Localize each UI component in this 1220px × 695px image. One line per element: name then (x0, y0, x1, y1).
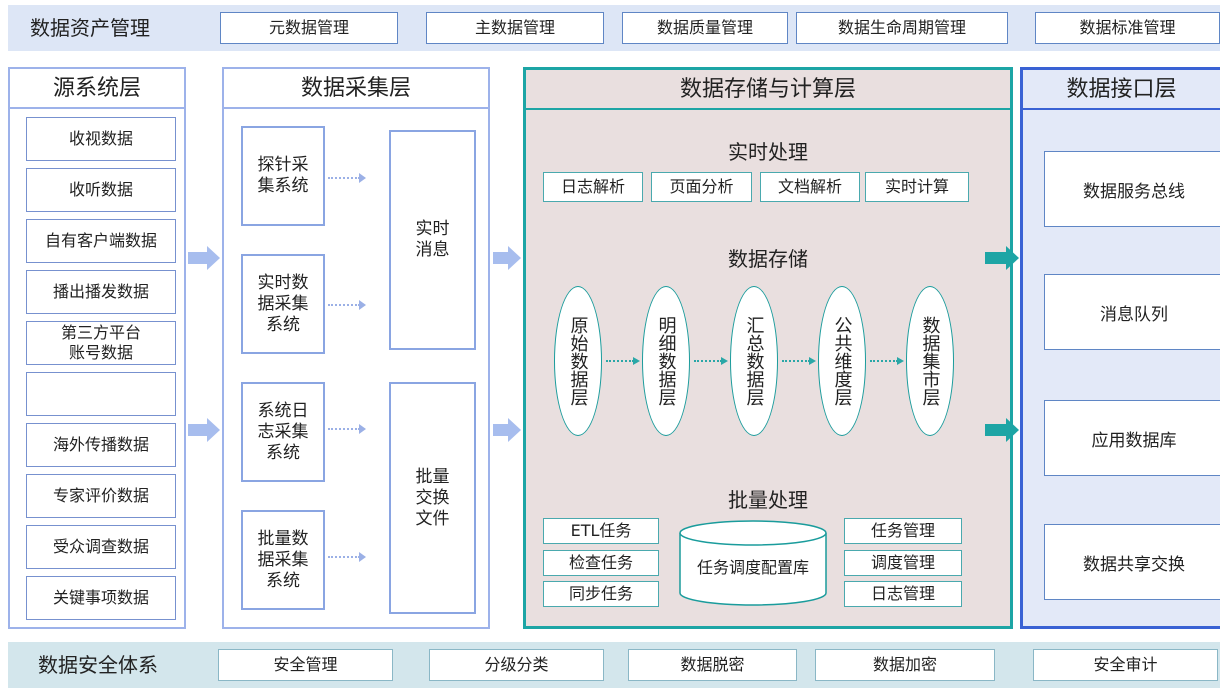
flow-arrow (493, 246, 521, 270)
source-item: 收视数据 (26, 117, 176, 161)
flow-arrow (985, 246, 1019, 270)
dotted-arrow (328, 173, 366, 183)
dotted-arrow (328, 424, 366, 434)
dotted-arrow (606, 357, 640, 365)
source-item: 播出播发数据 (26, 270, 176, 314)
source-item: 收听数据 (26, 168, 176, 212)
top-bar-item: 数据标准管理 (1035, 12, 1220, 44)
interface-layer-panel: 数据接口层 数据服务总线 消息队列 应用数据库 数据共享交换 (1020, 67, 1220, 629)
source-item: 专家评价数据 (26, 474, 176, 518)
dotted-arrow (328, 552, 366, 562)
source-item: 海外传播数据 (26, 423, 176, 467)
source-item-empty (26, 372, 176, 416)
realtime-task: 文档解析 (760, 172, 860, 202)
interface-item: 数据共享交换 (1044, 524, 1220, 600)
bottom-bar-title: 数据安全体系 (38, 653, 158, 677)
batch-task: 检查任务 (543, 550, 659, 576)
batch-task: 日志管理 (844, 581, 962, 607)
collection-system-box: 系统日 志采集 系统 (241, 382, 325, 482)
realtime-processing-title: 实时处理 (728, 140, 808, 164)
interface-item: 数据服务总线 (1044, 151, 1220, 227)
storage-layer-oval: 明细数据层 (642, 286, 690, 436)
interface-layer-title: 数据接口层 (1023, 70, 1220, 110)
storage-layer-oval: 公共维度层 (818, 286, 866, 436)
collection-layer-title: 数据采集层 (224, 69, 488, 109)
bottom-bar-item: 安全审计 (1033, 649, 1218, 681)
collection-system-box: 实时数 据采集 系统 (241, 254, 325, 354)
source-item: 受众调查数据 (26, 525, 176, 569)
data-asset-management-bar: 数据资产管理 元数据管理 主数据管理 数据质量管理 数据生命周期管理 数据标准管… (8, 5, 1220, 51)
batch-task: 任务管理 (844, 518, 962, 544)
storage-layer-title: 数据存储与计算层 (526, 70, 1010, 110)
data-security-bar: 数据安全体系 安全管理 分级分类 数据脱密 数据加密 安全审计 (8, 642, 1220, 688)
task-config-database-label: 任务调度配置库 (696, 558, 809, 577)
collection-system-box: 探针采 集系统 (241, 126, 325, 226)
flow-arrow (188, 246, 220, 270)
bottom-bar-item: 分级分类 (429, 649, 604, 681)
storage-layer-oval: 汇总数据层 (730, 286, 778, 436)
source-item: 关键事项数据 (26, 576, 176, 620)
dotted-arrow (782, 357, 816, 365)
collection-system-box: 批量数 据采集 系统 (241, 510, 325, 610)
bottom-bar-item: 数据加密 (815, 649, 995, 681)
storage-compute-layer-panel: 数据存储与计算层 实时处理 日志解析 页面分析 文档解析 实时计算 数据存储 原… (523, 67, 1013, 629)
batch-task: ETL任务 (543, 518, 659, 544)
bottom-bar-item: 安全管理 (218, 649, 393, 681)
interface-item: 消息队列 (1044, 274, 1220, 350)
batch-task: 调度管理 (844, 550, 962, 576)
bottom-bar-item: 数据脱密 (628, 649, 797, 681)
batch-processing-title: 批量处理 (728, 488, 808, 512)
top-bar-title: 数据资产管理 (30, 16, 150, 40)
realtime-message-box: 实时 消息 (389, 130, 476, 350)
realtime-task: 日志解析 (543, 172, 643, 202)
dotted-arrow (870, 357, 904, 365)
source-layer-panel: 源系统层 收视数据 收听数据 自有客户端数据 播出播发数据 第三方平台 账号数据… (8, 67, 186, 629)
source-layer-title: 源系统层 (10, 69, 184, 109)
batch-exchange-file-box: 批量 交换 文件 (389, 382, 476, 614)
flow-arrow (985, 418, 1019, 442)
top-bar-item: 数据质量管理 (622, 12, 788, 44)
source-item: 自有客户端数据 (26, 219, 176, 263)
storage-layer-oval: 数据集市层 (906, 286, 954, 436)
top-bar-item: 主数据管理 (426, 12, 604, 44)
batch-task: 同步任务 (543, 581, 659, 607)
collection-layer-panel: 数据采集层 探针采 集系统 实时数 据采集 系统 系统日 志采集 系统 批量数 … (222, 67, 490, 629)
realtime-task: 页面分析 (651, 172, 752, 202)
top-bar-item: 数据生命周期管理 (796, 12, 1008, 44)
interface-item: 应用数据库 (1044, 400, 1220, 476)
dotted-arrow (694, 357, 728, 365)
source-item: 第三方平台 账号数据 (26, 321, 176, 365)
storage-layer-oval: 原始数据层 (554, 286, 602, 436)
top-bar-item: 元数据管理 (220, 12, 398, 44)
flow-arrow (188, 418, 220, 442)
flow-arrow (493, 418, 521, 442)
dotted-arrow (328, 300, 366, 310)
task-config-database (679, 520, 827, 606)
data-storage-title: 数据存储 (728, 247, 808, 271)
realtime-task: 实时计算 (865, 172, 969, 202)
